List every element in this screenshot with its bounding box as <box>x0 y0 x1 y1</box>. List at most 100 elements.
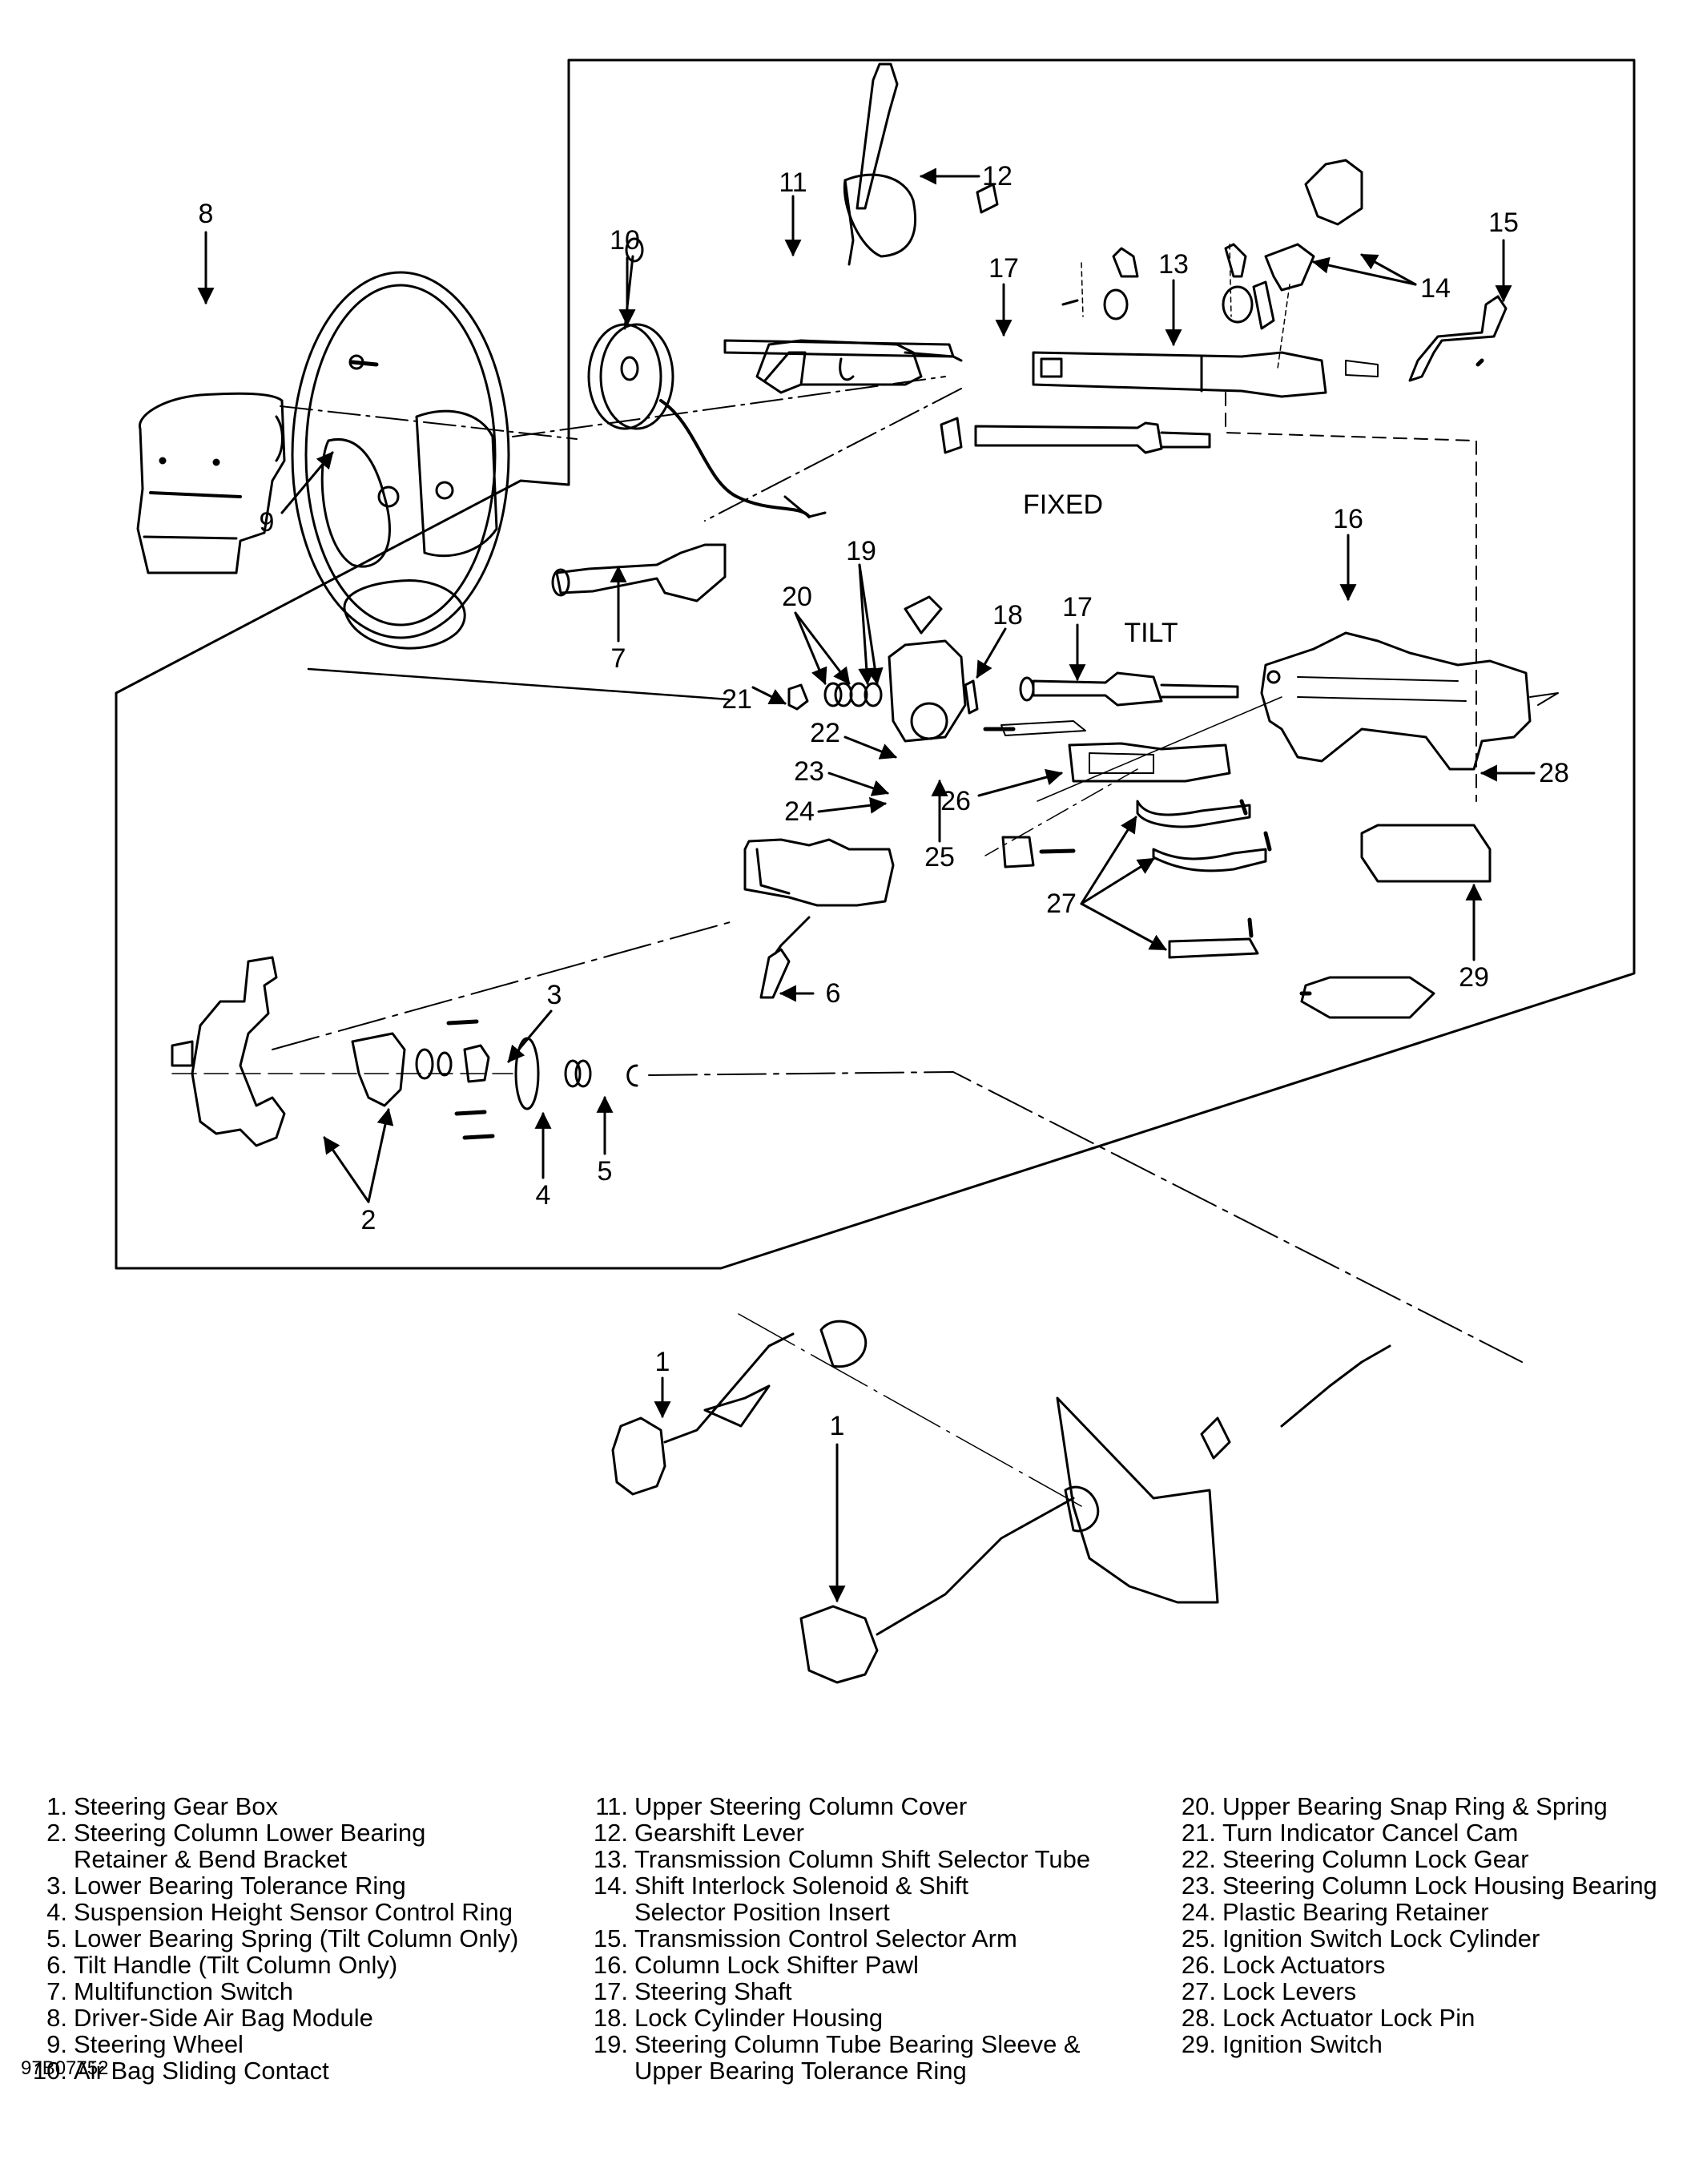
legend-column-3: 20.Upper Bearing Snap Ring & Spring 21.T… <box>1170 1793 1657 2057</box>
legend-text: Transmission Column Shift Selector Tube <box>634 1845 1091 1873</box>
legend-text: Plastic Bearing Retainer <box>1222 1898 1489 1926</box>
legend-number: 11. <box>595 1792 628 1820</box>
fixed-column-label: FIXED <box>1022 490 1104 520</box>
legend-number: 6. <box>46 1951 67 1979</box>
callout-18: 18 <box>992 600 1023 631</box>
legend-item: 6.Tilt Handle (Tilt Column Only) <box>21 1952 518 1978</box>
lock-cylinder-housing-part <box>888 595 979 743</box>
legend-column-2: 11.Upper Steering Column Cover 12.Gearsh… <box>582 1793 1090 2084</box>
callout-4: 4 <box>535 1180 551 1211</box>
legend-number: 19. <box>593 2030 628 2058</box>
legend-item: 9.Steering Wheel <box>21 2031 518 2057</box>
legend-text: Steering Column Lock Housing Bearing <box>1222 1872 1657 1900</box>
legend-text: Suspension Height Sensor Control Ring <box>74 1898 513 1926</box>
legend-text: Steering Shaft <box>634 1977 792 2005</box>
callout-6: 6 <box>825 978 841 1009</box>
legend-number: 13. <box>593 1845 628 1873</box>
legend-number: 24. <box>1181 1898 1216 1926</box>
legend-text: Upper Bearing Snap Ring & Spring <box>1222 1792 1608 1820</box>
legend-number: 25. <box>1181 1924 1216 1952</box>
callout-17-fixed: 17 <box>988 253 1019 284</box>
legend-number: 18. <box>593 2004 628 2032</box>
legend-number: 12. <box>593 1819 628 1847</box>
column-housing-part <box>1260 631 1559 771</box>
legend-text: Lock Actuators <box>1222 1951 1386 1979</box>
legend-number: 21. <box>1181 1819 1216 1847</box>
steering-gear-box-part-lower <box>799 1485 1100 1684</box>
legend-number: 3. <box>46 1872 67 1900</box>
tilt-handle-part <box>759 916 811 999</box>
air-bag-module-part <box>136 392 286 574</box>
legend-text: Multifunction Switch <box>74 1977 293 2005</box>
callout-17-tilt: 17 <box>1062 592 1093 623</box>
legend-item: 2.Steering Column Lower Bearing Retainer… <box>21 1819 518 1872</box>
ignition-switch-part <box>1299 824 1492 1019</box>
callout-10: 10 <box>610 225 640 256</box>
legend-number: 27. <box>1181 1977 1216 2005</box>
legend-text: Upper Steering Column Cover <box>634 1792 968 1820</box>
legend-item: 11.Upper Steering Column Cover <box>582 1793 1090 1819</box>
callout-15: 15 <box>1488 208 1519 238</box>
legend-number: 9. <box>46 2030 67 2058</box>
figure-id: 97B07752 <box>21 2057 109 2079</box>
callout-2: 2 <box>360 1205 376 1235</box>
callout-3: 3 <box>546 980 562 1010</box>
lower-bearing-bracket-part <box>171 956 638 1147</box>
fixed-steering-shaft-part <box>940 417 1211 454</box>
legend-text: Ignition Switch <box>1222 2030 1383 2058</box>
legend-item: 23.Steering Column Lock Housing Bearing <box>1170 1872 1657 1899</box>
legend-item: 28.Lock Actuator Lock Pin <box>1170 2005 1657 2031</box>
steering-gear-box-part-upper <box>611 1320 868 1496</box>
callout-28: 28 <box>1539 758 1569 788</box>
legend-number: 23. <box>1181 1872 1216 1900</box>
air-bag-sliding-contact-part <box>587 237 827 518</box>
diagram-frame <box>115 58 1636 1270</box>
legend-item: 27.Lock Levers <box>1170 1978 1657 2005</box>
callout-12: 12 <box>982 161 1013 191</box>
legend-text: Steering Column Lower Bearing Retainer &… <box>74 1819 426 1873</box>
legend-item: 15.Transmission Control Selector Arm <box>582 1925 1090 1952</box>
legend-text: Lower Bearing Spring (Tilt Column Only) <box>74 1924 519 1952</box>
selector-arm-part <box>1408 295 1508 382</box>
shift-shaft-part <box>723 339 963 362</box>
legend-item: 5.Lower Bearing Spring (Tilt Column Only… <box>21 1925 518 1952</box>
legend-item: 1.Steering Gear Box <box>21 1793 518 1819</box>
legend-item: 8.Driver-Side Air Bag Module <box>21 2005 518 2031</box>
legend-item: 21.Turn Indicator Cancel Cam <box>1170 1819 1657 1846</box>
legend-item: 7.Multifunction Switch <box>21 1978 518 2005</box>
upper-column-cover-part <box>755 339 923 394</box>
callout-25: 25 <box>924 842 955 872</box>
callout-9: 9 <box>259 507 275 538</box>
legend-item: 24.Plastic Bearing Retainer <box>1170 1899 1657 1925</box>
lower-column-cover-part <box>743 838 895 907</box>
legend-column-1: 1.Steering Gear Box 2.Steering Column Lo… <box>21 1793 518 2084</box>
callout-22: 22 <box>810 718 840 748</box>
tilt-column-label: TILT <box>1124 618 1178 648</box>
steering-wheel-part <box>291 271 510 650</box>
callout-24: 24 <box>784 796 815 827</box>
legend-number: 1. <box>46 1792 67 1820</box>
legend-number: 10. <box>32 2057 67 2085</box>
legend-text: Steering Wheel <box>74 2030 244 2058</box>
legend-text: Column Lock Shifter Pawl <box>634 1951 919 1979</box>
legend-text: Lock Cylinder Housing <box>634 2004 884 2032</box>
callout-5: 5 <box>597 1156 613 1187</box>
legend-number: 22. <box>1181 1845 1216 1873</box>
legend-text: Transmission Control Selector Arm <box>634 1924 1017 1952</box>
legend-item: 17.Steering Shaft <box>582 1978 1090 2005</box>
legend-text: Air Bag Sliding Contact <box>74 2057 329 2085</box>
callout-13: 13 <box>1158 249 1189 280</box>
legend-text: Steering Column Lock Gear <box>1222 1845 1529 1873</box>
legend-number: 16. <box>593 1951 628 1979</box>
legend-text: Gearshift Lever <box>634 1819 804 1847</box>
shift-selector-tube-part <box>1032 243 1379 398</box>
callout-7: 7 <box>610 643 626 674</box>
legend-item: 20.Upper Bearing Snap Ring & Spring <box>1170 1793 1657 1819</box>
legend-text: Shift Interlock Solenoid & Shift Selecto… <box>634 1872 969 1926</box>
legend-item: 13.Transmission Column Shift Selector Tu… <box>582 1846 1090 1872</box>
callout-1-lower: 1 <box>829 1411 845 1441</box>
callout-11: 11 <box>779 167 807 198</box>
legend-text: Turn Indicator Cancel Cam <box>1222 1819 1519 1847</box>
legend-number: 29. <box>1181 2030 1216 2058</box>
legend-item: 25.Ignition Switch Lock Cylinder <box>1170 1925 1657 1952</box>
